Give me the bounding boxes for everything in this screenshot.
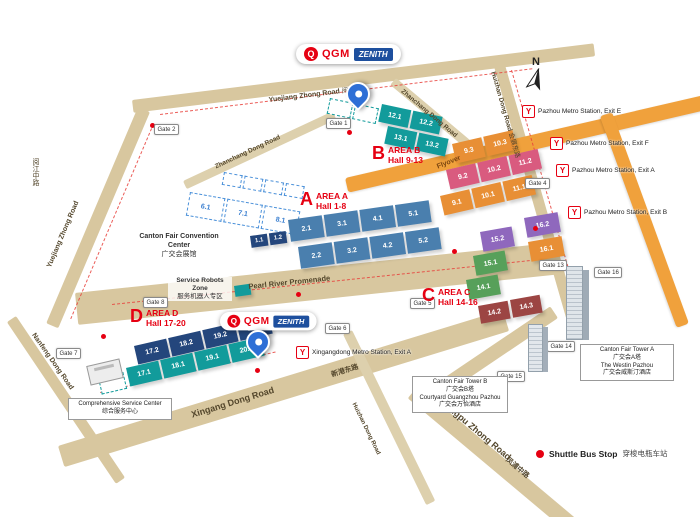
gate-13: Gate 13	[539, 260, 568, 271]
hall-block-unlabeled	[242, 175, 264, 192]
zenith-logo: ZENITH	[353, 47, 393, 61]
metro-pazhou-exit-a: Y Pazhou Metro Station, Exit A	[556, 164, 655, 177]
shuttle-stop-dot	[150, 123, 155, 128]
hall-2-1: 2.1	[288, 215, 325, 242]
qgm-logo-icon: Q	[304, 47, 318, 61]
shuttle-stop-dot	[347, 130, 352, 135]
hall-3-2: 3.2	[333, 237, 371, 264]
hall-1-2: 1.2	[268, 230, 288, 246]
hall-4-2: 4.2	[369, 232, 407, 259]
hall-block-unlabeled	[263, 179, 285, 196]
shuttle-stop-legend-icon	[536, 449, 544, 458]
metro-pazhou-exit-b: Y Pazhou Metro Station, Exit B	[568, 206, 667, 219]
metro-icon: Y	[296, 346, 309, 359]
shuttle-bus-legend: Shuttle Bus Stop 穿梭电瓶车站	[536, 448, 667, 459]
hall-6-1: 6.1	[185, 192, 226, 222]
shuttle-stop-dot	[452, 249, 457, 254]
gate-6: Gate 6	[325, 323, 351, 334]
compass-arrow-icon	[525, 68, 541, 91]
road-label-zhanchang-mid: Zhanchang Dong Road	[214, 133, 282, 171]
metro-xingangdong-exit-a: Y Xingangdong Metro Station, Exit A	[296, 346, 411, 359]
shuttle-stop-dot	[255, 368, 260, 373]
hall-16-2: 16.2	[524, 212, 561, 238]
shuttle-stop-dot	[296, 292, 301, 297]
canton-fair-tower-b-building	[528, 324, 548, 372]
gate-5: Gate 5	[410, 298, 436, 309]
gate-7: Gate 7	[56, 348, 82, 359]
gate-1: Gate 1	[326, 118, 352, 129]
shuttle-stop-dot	[533, 226, 538, 231]
metro-icon: Y	[522, 105, 535, 118]
gate-4: Gate 4	[525, 178, 551, 189]
hall-9-1: 9.1	[440, 189, 474, 216]
compass-n-label: N	[532, 56, 540, 68]
hall-10-1: 10.1	[471, 182, 505, 209]
comprehensive-service-center-building	[86, 358, 124, 386]
metro-pazhou-exit-f: Y Pazhou Metro Station, Exit F	[550, 137, 649, 150]
area-a-letter: A	[300, 189, 313, 209]
metro-icon: Y	[550, 137, 563, 150]
qgm-logo-icon: Q	[227, 314, 241, 328]
area-d-letter: D	[130, 306, 143, 326]
road-label-huizhan-bottom: Huizhan Dong Road	[350, 402, 381, 456]
metro-pazhou-exit-e: Y Pazhou Metro Station, Exit E	[522, 105, 621, 118]
metro-icon: Y	[556, 164, 569, 177]
gate-14: Gate 14	[547, 341, 576, 352]
hall-12-1: 12.1	[378, 104, 412, 128]
area-a-dashed-row: 6.1 7.1 8.1	[185, 192, 301, 236]
qgm-zenith-logo-top: Q QGM ZENITH	[296, 44, 401, 64]
hall-7-1: 7.1	[223, 198, 263, 229]
hall-5-2: 5.2	[404, 227, 442, 254]
qgm-logo-text: QGM	[322, 48, 350, 60]
qgm-zenith-logo-bottom: Q QGM ZENITH	[220, 312, 317, 331]
area-b-letter: B	[372, 143, 385, 163]
compass-north-indicator: N	[525, 56, 544, 95]
hall-3-1: 3.1	[323, 210, 361, 237]
zenith-logo: ZENITH	[273, 315, 309, 328]
road-label-yuejiang-left-zh: 阅江中路	[32, 158, 39, 186]
hall-1-1: 1.1	[250, 233, 269, 248]
shuttle-stop-dot	[101, 334, 106, 339]
gate-2: Gate 2	[154, 124, 180, 135]
qgm-logo-text: QGM	[243, 315, 270, 327]
area-c-letter: C	[422, 285, 435, 305]
area-a-small-dashed-row	[221, 172, 305, 200]
gate-8: Gate 8	[143, 297, 169, 308]
canton-fair-tower-a-building	[566, 266, 589, 340]
gate-16: Gate 16	[594, 267, 623, 278]
hall-2-2: 2.2	[298, 242, 335, 269]
metro-icon: Y	[568, 206, 581, 219]
hall-4-1: 4.1	[359, 205, 397, 232]
area-a-tiny-row: 1.1 1.2	[250, 230, 288, 248]
hall-block-unlabeled	[221, 172, 243, 189]
hall-5-1: 5.1	[394, 200, 432, 227]
hall-17-1: 17.1	[126, 360, 163, 387]
